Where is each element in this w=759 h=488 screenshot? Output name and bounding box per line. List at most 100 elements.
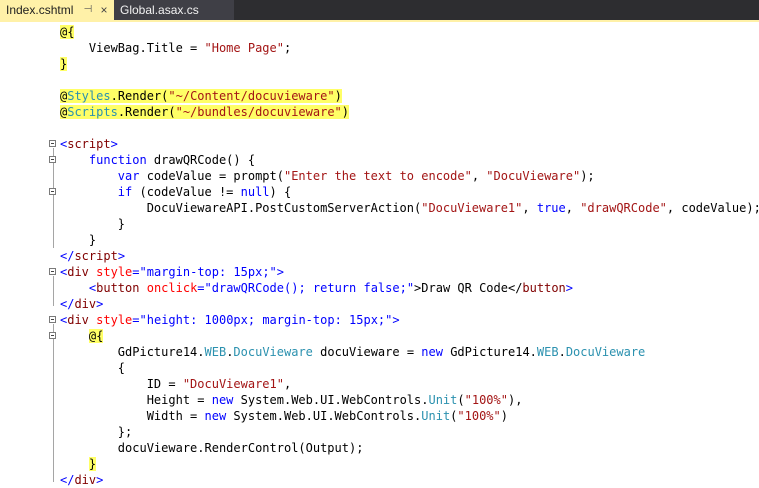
tag-name: button xyxy=(522,281,566,295)
code-text xyxy=(60,169,118,183)
type-name: Scripts xyxy=(67,105,118,119)
code-line: if (codeValue != null) { xyxy=(60,184,291,200)
tag-bracket: > xyxy=(117,249,126,263)
string-literal: "100%" xyxy=(457,409,501,423)
code-text: ) xyxy=(500,409,508,423)
tag-bracket: < xyxy=(60,281,97,295)
razor-block-close: } xyxy=(60,57,68,71)
editor-gutter xyxy=(0,22,48,487)
code-text: , xyxy=(471,169,487,183)
string-literal: "DocuVieware1" xyxy=(421,201,523,215)
tag-name: button xyxy=(96,281,140,295)
razor-at: @ xyxy=(60,105,68,119)
code-text: System.Web.UI.WebControls. xyxy=(226,409,422,423)
code-text xyxy=(60,185,118,199)
code-text: ) xyxy=(341,105,350,119)
code-text: drawQRCode() { xyxy=(146,153,256,167)
code-text: , xyxy=(565,201,581,215)
tag-bracket: < xyxy=(60,265,68,279)
attribute-value: "margin-top: 15px;" xyxy=(139,265,277,279)
code-line: @Scripts.Render("~/bundles/docuvieware") xyxy=(60,104,350,120)
string-literal: "drawQRCode" xyxy=(580,201,667,215)
collapse-toggle-icon[interactable] xyxy=(49,140,56,147)
code-text: docuVieware = xyxy=(312,345,422,359)
type-name: WEB xyxy=(204,345,227,359)
code-text: ) { xyxy=(269,185,292,199)
tag-name: div xyxy=(74,473,97,487)
string-literal: "100%" xyxy=(464,393,508,407)
tag-name: div xyxy=(74,297,97,311)
code-text: .Render( xyxy=(110,89,169,103)
tag-name: div xyxy=(67,313,89,327)
tag-bracket: > xyxy=(96,297,104,311)
tag-bracket: > xyxy=(392,313,400,327)
type-name: Styles xyxy=(67,89,111,103)
code-line: function drawQRCode() { xyxy=(60,152,255,168)
active-tab-underline xyxy=(0,20,759,22)
collapse-toggle-icon[interactable] xyxy=(49,268,56,275)
code-line: <div style="margin-top: 15px;"> xyxy=(60,264,284,280)
code-line: GdPicture14.WEB.DocuVieware docuVieware … xyxy=(60,344,646,360)
collapse-toggle-icon[interactable] xyxy=(49,316,56,323)
razor-block-close: } xyxy=(88,457,97,471)
close-icon[interactable]: × xyxy=(100,3,108,17)
tab-index-cshtml[interactable]: Index.cshtml ⊣ × xyxy=(0,0,114,20)
code-line: </div> xyxy=(60,472,103,488)
tag-bracket: < xyxy=(60,313,68,327)
attribute-name: onclick xyxy=(146,281,198,295)
code-line: } xyxy=(60,56,68,72)
code-text: ID = xyxy=(60,377,183,391)
code-line: <div style="height: 1000px; margin-top: … xyxy=(60,312,400,328)
code-line: </div> xyxy=(60,296,103,312)
code-text: (codeValue != xyxy=(132,185,241,199)
code-text: ), xyxy=(507,393,523,407)
code-text: Height = xyxy=(60,393,212,407)
attribute-name: style xyxy=(96,265,133,279)
type-name: DocuVieware xyxy=(233,345,313,359)
code-text: , xyxy=(522,201,537,215)
string-literal: "Enter the text to encode" xyxy=(283,169,472,183)
code-text xyxy=(60,153,89,167)
keyword: new xyxy=(211,393,234,407)
attribute-value: "drawQRCode(); return false;" xyxy=(204,281,415,295)
code-line: }; xyxy=(60,424,132,440)
code-text xyxy=(139,281,146,295)
tag-bracket: > xyxy=(276,265,285,279)
collapse-toggle-icon[interactable] xyxy=(49,188,56,195)
code-line: </script> xyxy=(60,248,125,264)
code-line: <script> xyxy=(60,136,118,152)
code-line: ID = "DocuVieware1", xyxy=(60,376,292,392)
collapse-toggle-icon[interactable] xyxy=(49,156,56,163)
code-text: .Render( xyxy=(117,105,176,119)
tag-name: script xyxy=(67,137,111,151)
tab-label: Index.cshtml xyxy=(6,3,74,17)
string-literal: "DocuVieware" xyxy=(486,169,581,183)
tab-global-asax-cs[interactable]: Global.asax.cs xyxy=(114,0,234,20)
keyword: new xyxy=(421,345,443,359)
code-line: Height = new System.Web.UI.WebControls.U… xyxy=(60,392,523,408)
code-text: ( xyxy=(450,409,458,423)
code-line: DocuViewareAPI.PostCustomServerAction("D… xyxy=(60,200,759,216)
keyword: if xyxy=(117,185,133,199)
code-text xyxy=(60,457,89,471)
code-text: . xyxy=(558,345,566,359)
outline-guide xyxy=(53,324,54,482)
code-line: docuVieware.RenderControl(Output); xyxy=(60,440,364,456)
code-text: DocuViewareAPI.PostCustomServerAction( xyxy=(60,201,422,215)
type-name: WEB xyxy=(536,345,559,359)
code-text: { xyxy=(60,361,126,375)
tag-bracket: > xyxy=(110,137,118,151)
code-line: } xyxy=(60,216,125,232)
code-text: ) xyxy=(334,89,342,103)
string-literal: "DocuVieware1" xyxy=(182,377,284,391)
code-editor[interactable]: @{ ViewBag.Title = "Home Page"; } @Style… xyxy=(0,22,759,487)
code-text: System.Web.UI.WebControls. xyxy=(233,393,429,407)
pin-icon[interactable]: ⊣ xyxy=(83,4,93,15)
string-literal: "Home Page" xyxy=(204,41,284,55)
keyword: null xyxy=(240,185,270,199)
string-literal: "~/bundles/docuvieware" xyxy=(175,105,342,119)
collapse-toggle-icon[interactable] xyxy=(49,332,56,339)
tag-name: div xyxy=(67,265,89,279)
code-text: = xyxy=(197,281,205,295)
type-name: DocuVieware xyxy=(565,345,646,359)
